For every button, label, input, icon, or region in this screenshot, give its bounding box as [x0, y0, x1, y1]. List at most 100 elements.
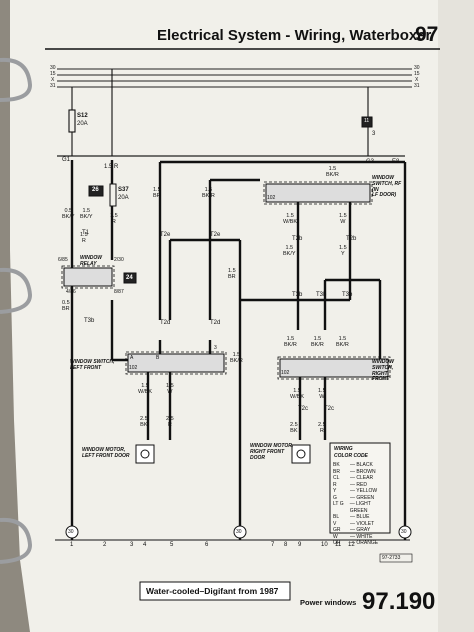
wire-label: 1.5 Y [339, 245, 347, 258]
relay-socket-24: 24 [126, 275, 133, 281]
wire-label: 2.5 BK [290, 422, 298, 435]
pin-label: 2/30 [114, 257, 124, 263]
bus-label-15-right: 15 [414, 71, 420, 77]
wire-label: 2.5 R [318, 422, 326, 435]
pin-label: 102 [129, 365, 138, 371]
wire-label: 1.5 W [318, 388, 326, 401]
connector-t3b: T3b [84, 318, 95, 324]
wiring-code-color-name: — BLUE [350, 514, 370, 520]
bus-label-30-right: 30 [414, 65, 420, 71]
bottom-number: 1 [70, 542, 74, 548]
connector-t2b: T2b [346, 236, 357, 242]
wire-label: 1.5 R [110, 213, 118, 226]
connector-t2c: T2c [298, 406, 309, 412]
relay-box-26: 26 [92, 187, 99, 193]
wire-label: 1.5 BK/R [230, 352, 243, 365]
wiring-code-color-name: — YELLOW [350, 488, 378, 494]
wiring-code-entry: W— WHITE [333, 534, 389, 541]
ground-g3: G3 [366, 159, 375, 165]
bus-label-x: X [51, 77, 55, 83]
pin-label: 102 [281, 370, 290, 376]
wiring-code-entry: OR— ORANGE [333, 540, 389, 547]
wiring-code-color-name: — CLEAR [350, 475, 374, 481]
wire-label-1-5-r-top: 1.5 R [104, 164, 119, 170]
bottom-number: 9 [298, 542, 302, 548]
connector-t3b: T3b [342, 292, 353, 298]
pin-label: A [130, 355, 134, 361]
wire-label: 1.5 BK/R [311, 336, 324, 349]
ground-g1: G1 [62, 157, 71, 163]
wiring-code-entry: BL— BLUE [333, 514, 389, 521]
fuse-s12-name: S12 [77, 113, 88, 119]
wire-label: 1.5 BR [153, 187, 161, 200]
bus-label-15: 15 [50, 71, 56, 77]
ground-30-marker: 30 [401, 529, 407, 535]
bottom-number: 2 [103, 542, 107, 548]
wiring-code-color-name: — RED [350, 481, 367, 488]
pin-label: B [156, 355, 160, 361]
switch-rf-in-lf-door-label: WINDOW SWITCH, RF (IN LF DOOR) [372, 175, 402, 199]
wiring-code-entry: BK— BLACK [333, 462, 389, 469]
wiring-code-entry: Y— YELLOW [333, 488, 389, 495]
wire-label: 0.5 BR [62, 300, 70, 313]
wiring-code-entry: BR — BROWN [333, 469, 389, 476]
wire-label: 2.5 BK [140, 416, 148, 429]
wiring-code-color-name: — BLACK [350, 462, 373, 468]
switch-lf-label: WINDOW SWITCH, LEFT FRONT [70, 359, 115, 371]
wiring-code-color-name: — ORANGE [350, 540, 379, 546]
wiring-code-entry: LT G— LIGHT GREEN [333, 501, 389, 514]
wire-label: 1.5 BK/R [336, 336, 349, 349]
connector-t2c: T2c [324, 406, 335, 412]
connector-t3b: T3b [316, 292, 327, 298]
wire-label: 1.5 BK/R [202, 187, 215, 200]
pin-label: 6/85 [58, 257, 68, 263]
wiring-code-entry: CL — CLEAR [333, 475, 389, 482]
window-relay-label: WINDOW RELAY [80, 255, 102, 267]
figure-reference: 97-2733 [382, 555, 401, 561]
bottom-number: 5 [170, 542, 174, 548]
wire-label: 2.5 R [166, 416, 174, 429]
wire-label: 1.5 W [166, 383, 174, 396]
wiring-code-abbrev: CL [333, 475, 340, 481]
page-title: Electrical System - Wiring, Waterboxer [157, 27, 432, 44]
wire-label: 1.5 BK/Y [283, 245, 296, 258]
page-number: 97.190 [362, 588, 436, 615]
bus-label-31: 31 [50, 83, 56, 89]
ground-e8: E8 [392, 159, 400, 165]
wiring-code-abbrev: GR [333, 527, 341, 533]
ground-30-marker: 30 [236, 529, 242, 535]
wiring-code-color-name: — BROWN [350, 468, 376, 475]
bottom-number: 6 [205, 542, 209, 548]
wiring-code-abbrev: G [333, 494, 337, 501]
wiring-code-entry: GR — GRAY [333, 527, 389, 534]
connector-t2e: T2e [160, 232, 171, 238]
wiring-code-entry: G — GREEN [333, 495, 389, 502]
pin-label: 4/86 [66, 289, 76, 295]
bottom-number: 7 [271, 542, 275, 548]
bus-label-30: 30 [50, 65, 56, 71]
wiring-code-abbrev: R [333, 481, 337, 488]
footer-section: Power windows [300, 598, 357, 607]
bottom-number: 8 [284, 542, 288, 548]
wiring-code-abbrev: BR [333, 468, 340, 475]
wiring-code-color-name: — GRAY [350, 527, 371, 533]
bottom-number: 12 [348, 542, 355, 548]
wire-label: 0.5 BK/Y [62, 208, 75, 221]
wiring-code-entry: V— VIOLET [333, 521, 389, 528]
wire-label: 1.5 W/BK [138, 383, 153, 396]
section-number: 97 [415, 23, 439, 46]
wiring-code-color-name: — WHITE [350, 533, 373, 540]
marker-3: 3 [372, 131, 376, 137]
wiring-code-color-name: — LIGHT GREEN [349, 501, 371, 514]
motor-lf-label: WINDOW MOTOR, LEFT FRONT DOOR [82, 447, 130, 459]
wire-label: 1.5 BR [228, 268, 236, 281]
wiring-code-title: WIRING COLOR CODE [334, 446, 368, 459]
footer-model: Water-cooled–Digifant from 1987 [146, 586, 279, 596]
marker-11: 11 [364, 118, 370, 124]
connector-t1: T1 [82, 230, 90, 236]
connector-t2d: T2d [210, 320, 221, 326]
wiring-code-color-name: — GREEN [350, 494, 375, 501]
